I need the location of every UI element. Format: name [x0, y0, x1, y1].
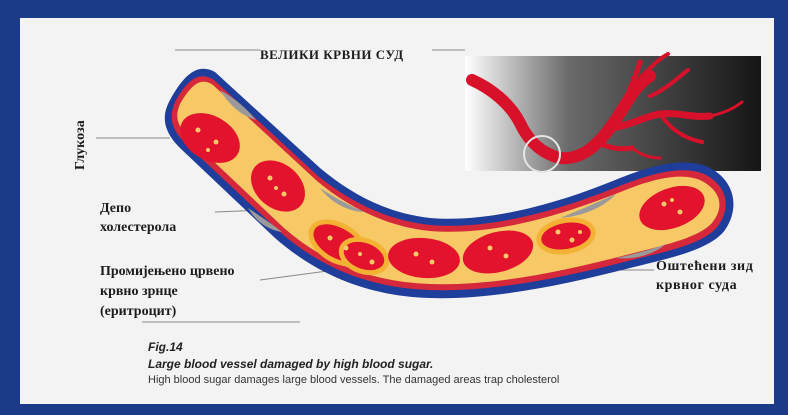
label-changed-rbc-2: крвно зрнце [100, 283, 178, 300]
label-changed-rbc-3: (еритроцит) [100, 303, 176, 320]
figure-panel: ВЕЛИКИ КРВНИ СУД Глукоза Депо холестерол… [20, 18, 774, 404]
label-glucose: Глукоза [72, 120, 89, 170]
label-damaged-wall-1: Оштећени зид [656, 258, 753, 275]
label-cholesterol-depot-1: Депо [100, 200, 131, 217]
vessel-inset-image [465, 54, 761, 172]
figure-caption: High blood sugar damages large blood ves… [148, 374, 559, 386]
label-cholesterol-depot-2: холестерола [100, 219, 176, 236]
blood-vessel-diagram [20, 18, 774, 404]
figure-number: Fig.14 [148, 340, 183, 354]
label-changed-rbc-1: Промијењено црвено [100, 263, 235, 280]
label-damaged-wall-2: крвног суда [656, 277, 737, 294]
label-large-vessel: ВЕЛИКИ КРВНИ СУД [260, 46, 404, 63]
figure-title: Large blood vessel damaged by high blood… [148, 357, 433, 371]
